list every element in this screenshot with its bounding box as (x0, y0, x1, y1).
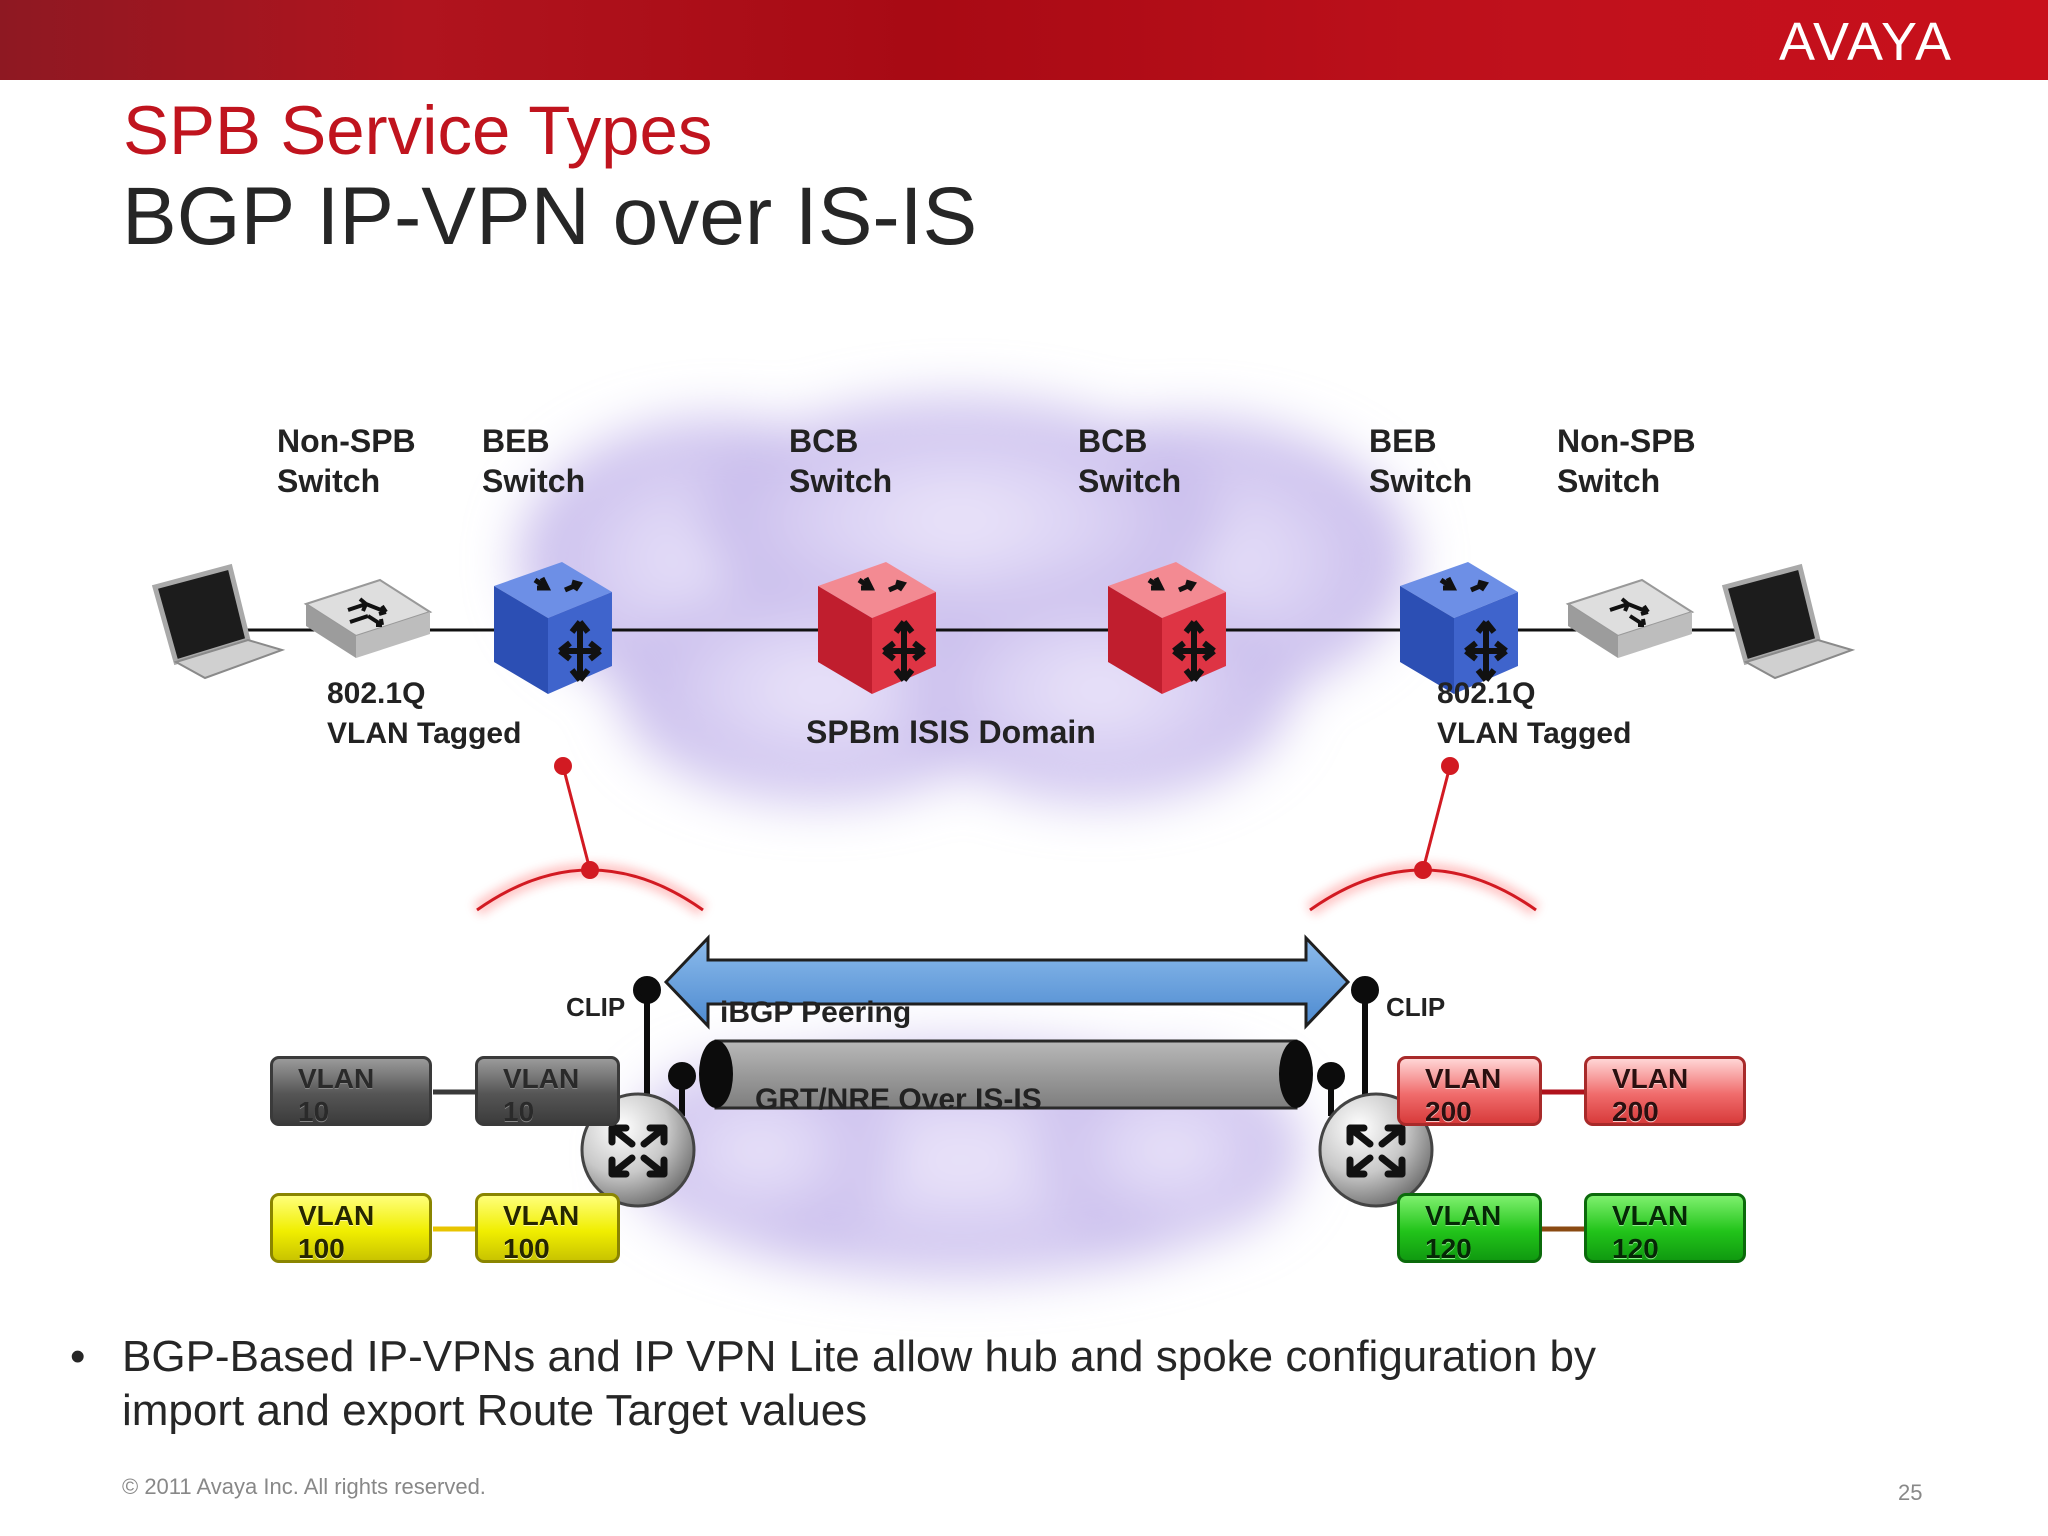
clip-stems (633, 976, 1379, 1116)
non-spb-switch-left-icon (303, 578, 433, 658)
svg-text:AVAYA: AVAYA (1779, 12, 1953, 72)
label-clip-left: CLIP (566, 992, 626, 1022)
zoom-callout-right (1305, 757, 1541, 916)
avaya-logo: AVAYA (1779, 12, 1953, 72)
bullet-dot: • (70, 1332, 86, 1381)
label-clip-right: CLIP (1386, 992, 1446, 1022)
copyright-footer: © 2011 Avaya Inc. All rights reserved. (122, 1474, 486, 1499)
page-number: 25 (1898, 1480, 1923, 1505)
zoom-callout-left (472, 757, 708, 916)
ibgp-peering-arrow (663, 934, 1351, 1030)
header-bar (0, 0, 2048, 80)
beb-switch-left-icon (494, 562, 612, 694)
label-spbm-domain: SPBm ISIS Domain (806, 714, 1096, 750)
bcb-switch-right-icon (1108, 562, 1226, 694)
bullet-item: BGP-Based IP-VPNs and IP VPN Lite allow … (122, 1332, 1597, 1435)
laptop-left-icon (151, 563, 286, 680)
slide-subtitle: BGP IP-VPN over IS-IS (122, 171, 978, 262)
label-grt-tunnel: GRT/NRE Over IS-IS (755, 1083, 1042, 1116)
laptop-right-icon (1721, 563, 1856, 680)
label-ibgp-peering: iBGP Peering (720, 996, 912, 1029)
beb-switch-right-icon (1400, 562, 1518, 694)
grt-tunnel (699, 1039, 1313, 1110)
slide-title: SPB Service Types (123, 92, 713, 169)
non-spb-switch-right-icon (1565, 578, 1695, 658)
bcb-switch-left-icon (818, 562, 936, 694)
